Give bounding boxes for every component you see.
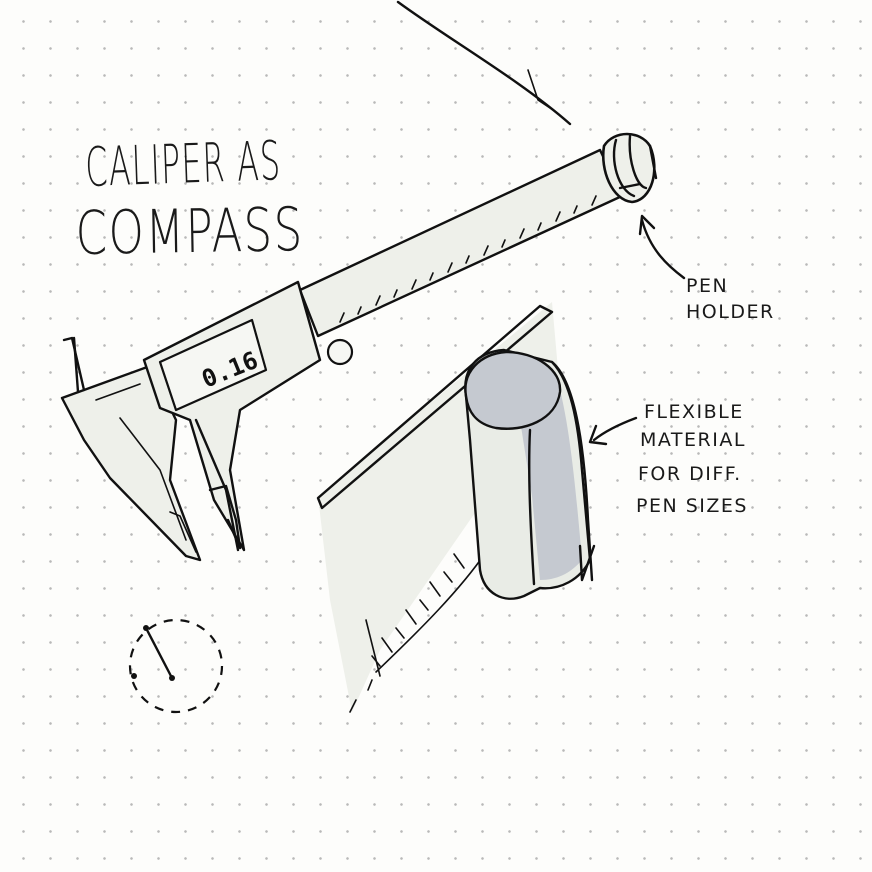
- flexible-material-label: FLEXIBLE MATERIAL FOR DIFF. PEN SIZES: [636, 401, 748, 517]
- caliper-thumb-wheel: [328, 340, 352, 364]
- flexible-holder-top-opening: [465, 352, 560, 429]
- title-line-2-compass: COMPASS: [75, 195, 304, 269]
- flexible-material-arrow-head: [590, 426, 606, 444]
- svg-text:PEN: PEN: [686, 275, 728, 297]
- compass-leg-line: [146, 628, 172, 678]
- compass-point-center: [169, 675, 175, 681]
- compass-point-left: [131, 673, 137, 679]
- svg-text:MATERIAL: MATERIAL: [640, 429, 746, 451]
- pen-holder-label: PEN HOLDER: [686, 275, 775, 323]
- sketch-title: CALIPER AS COMPASS: [75, 129, 304, 269]
- pen-holder-arrow: [642, 220, 684, 278]
- dashed-circle: [130, 620, 222, 712]
- svg-text:FLEXIBLE: FLEXIBLE: [644, 401, 744, 423]
- compass-circle-doodle: [130, 620, 222, 712]
- svg-text:HOLDER: HOLDER: [686, 301, 775, 323]
- flexible-pen-holder-closeup: [465, 350, 594, 599]
- svg-text:PEN SIZES: PEN SIZES: [636, 495, 748, 517]
- caliper-beam: [300, 150, 622, 336]
- stray-pen-line-hook: [528, 70, 556, 112]
- compass-point-top: [143, 625, 149, 631]
- flexible-material-arrow: [594, 418, 636, 440]
- svg-text:FOR DIFF.: FOR DIFF.: [638, 463, 742, 485]
- stray-pen-line: [398, 2, 570, 124]
- title-line-1-caliper: CALIPER AS: [84, 129, 282, 199]
